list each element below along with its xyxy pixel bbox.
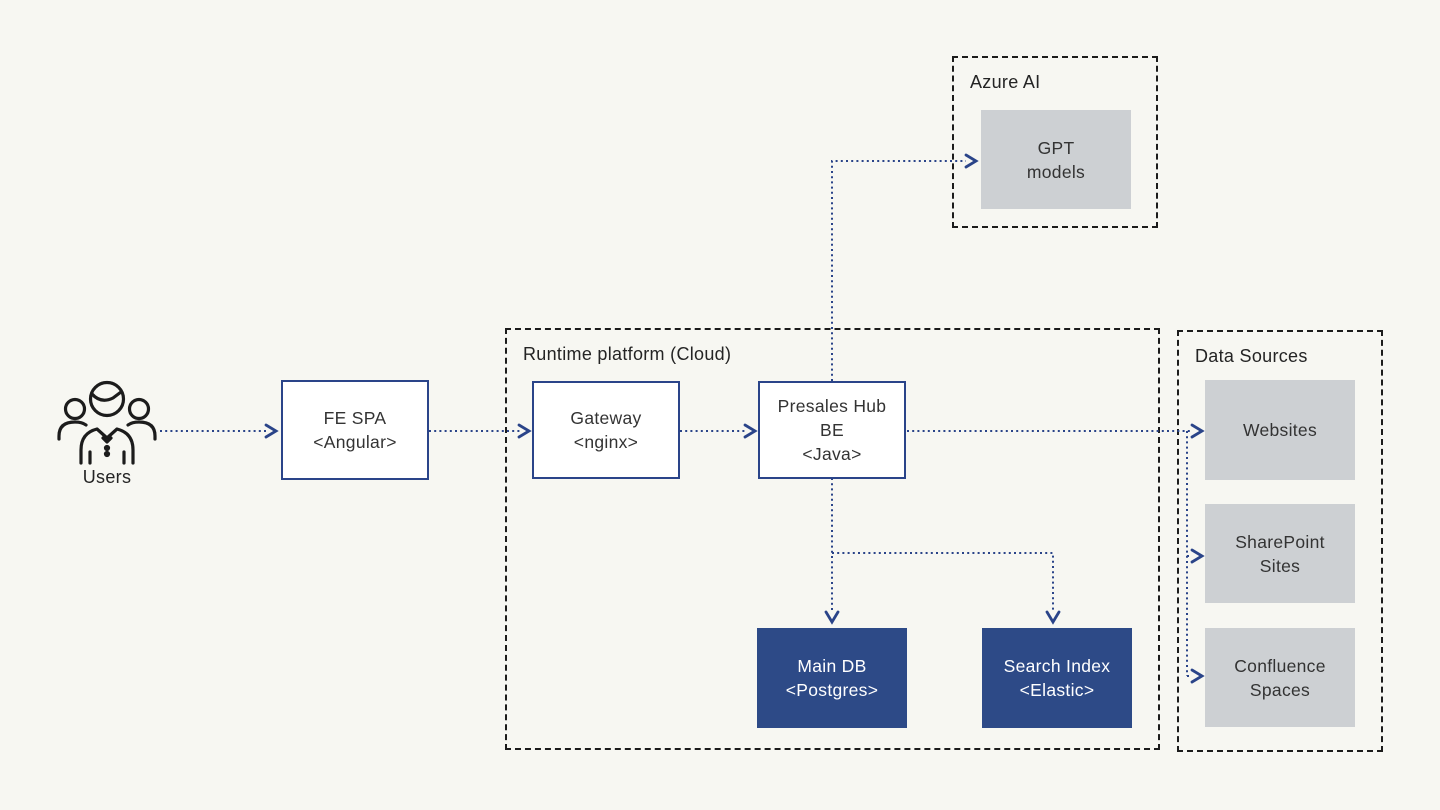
- node-fe-spa: FE SPA <Angular>: [281, 380, 429, 480]
- node-search-index-line1: Search Index: [1003, 656, 1111, 676]
- node-confluence-spaces-line2: Spaces: [1249, 679, 1311, 700]
- node-gateway-line2: <nginx>: [573, 432, 639, 452]
- node-presales-hub-be-line2: BE: [820, 420, 844, 440]
- actor-users: Users: [52, 375, 162, 488]
- node-presales-hub-be: Presales Hub BE <Java>: [758, 381, 906, 479]
- users-group-icon: [57, 380, 157, 465]
- container-azure-ai: Azure AI: [952, 56, 1158, 228]
- node-presales-hub-be-line3: <Java>: [802, 444, 862, 464]
- container-runtime-platform-label: Runtime platform (Cloud): [523, 344, 732, 364]
- node-search-index-line2: <Elastic>: [1019, 680, 1095, 700]
- node-main-db: Main DB <Postgres>: [757, 628, 907, 728]
- container-azure-ai-label: Azure AI: [970, 72, 1041, 92]
- node-gpt-models: GPT models: [981, 110, 1131, 209]
- node-main-db-line2: <Postgres>: [785, 680, 879, 700]
- node-main-db-line1: Main DB: [797, 656, 867, 676]
- node-sharepoint-sites-line2: Sites: [1259, 555, 1301, 576]
- node-gpt-models-line1: GPT: [1037, 137, 1075, 158]
- node-sharepoint-sites: SharePoint Sites: [1205, 504, 1355, 603]
- actor-users-label: Users: [82, 467, 132, 487]
- node-presales-hub-be-line1: Presales Hub: [777, 396, 887, 416]
- node-confluence-spaces: Confluence Spaces: [1205, 628, 1355, 727]
- node-gateway: Gateway <nginx>: [532, 381, 680, 479]
- node-websites: Websites: [1205, 380, 1355, 480]
- container-data-sources-label: Data Sources: [1195, 346, 1308, 366]
- node-fe-spa-line1: FE SPA: [323, 408, 387, 428]
- node-sharepoint-sites-line1: SharePoint: [1235, 531, 1325, 552]
- node-fe-spa-line2: <Angular>: [313, 432, 397, 452]
- container-data-sources: Data Sources: [1177, 330, 1383, 752]
- node-search-index: Search Index <Elastic>: [982, 628, 1132, 728]
- node-websites-line1: Websites: [1242, 420, 1318, 440]
- node-gateway-line1: Gateway: [570, 408, 642, 428]
- node-gpt-models-line2: models: [1026, 161, 1086, 182]
- node-confluence-spaces-line1: Confluence: [1234, 655, 1326, 676]
